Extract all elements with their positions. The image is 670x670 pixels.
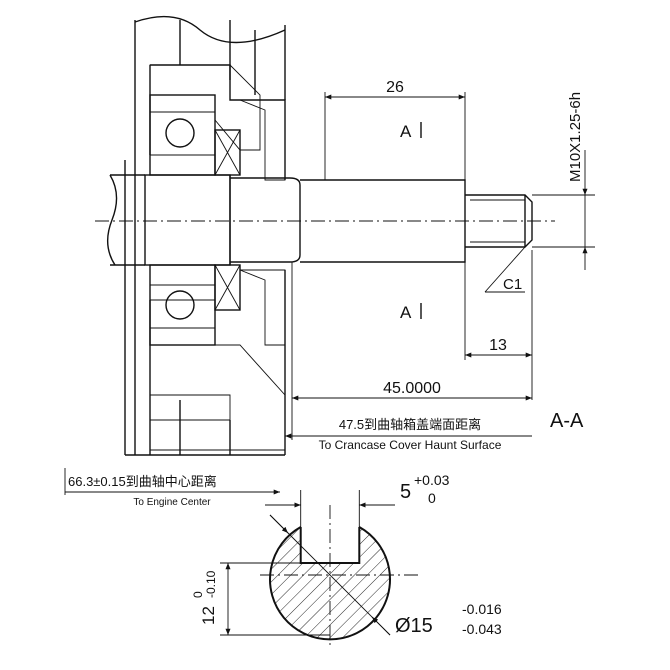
svg-text:66.3±0.15到曲轴中心距离: 66.3±0.15到曲轴中心距离 (68, 474, 217, 489)
section-mark-top: A (400, 122, 422, 141)
dim-step-length: 13 (464, 250, 533, 400)
svg-text:13: 13 (489, 337, 507, 354)
svg-text:26: 26 (386, 79, 404, 96)
ball-bearing-upper (149, 94, 216, 176)
svg-text:-0.10: -0.10 (204, 570, 218, 598)
svg-text:To Crancase Cover Haunt Surfac: To Crancase Cover Haunt Surface (319, 438, 502, 452)
oil-seal (214, 129, 241, 311)
dim-keyway-depth: 12 0 -0.10 (191, 562, 330, 636)
dim-engine-center: 66.3±0.15到曲轴中心距离 To Engine Center (64, 468, 280, 508)
svg-text:47.5到曲轴箱盖端面距离: 47.5到曲轴箱盖端面距离 (339, 417, 481, 432)
section-mark-bottom: A (400, 303, 422, 322)
section-title: A-A (550, 410, 584, 432)
dim-diameter: Ø15 -0.016 -0.043 (269, 514, 502, 637)
dim-thread-spec: M10X1.25-6h (532, 92, 595, 270)
dim-chamfer: C1 (484, 246, 526, 293)
svg-text:5: 5 (400, 481, 411, 503)
svg-text:C1: C1 (503, 276, 522, 293)
svg-text:A: A (400, 122, 412, 141)
svg-text:To Engine Center: To Engine Center (133, 497, 211, 508)
crankshaft (95, 174, 555, 266)
svg-text:0: 0 (191, 591, 205, 598)
dim-keyway-width: 5 +0.03 0 (265, 472, 450, 527)
svg-text:12: 12 (199, 606, 218, 625)
svg-text:-0.043: -0.043 (462, 621, 502, 637)
svg-text:M10X1.25-6h: M10X1.25-6h (567, 92, 584, 182)
crankcase-housing (124, 15, 286, 456)
dim-thread-length: 26 (324, 79, 466, 180)
svg-text:45.0000: 45.0000 (383, 380, 441, 397)
svg-text:-0.016: -0.016 (462, 601, 502, 617)
svg-text:Ø15: Ø15 (395, 615, 433, 637)
svg-text:0: 0 (428, 490, 436, 506)
dim-cover-distance: 47.5到曲轴箱盖端面距离 To Crancase Cover Haunt Su… (285, 417, 532, 452)
ball-bearing-lower (149, 264, 216, 346)
dim-shaft-length: 45.0000 (291, 262, 532, 440)
svg-text:+0.03: +0.03 (414, 472, 450, 488)
svg-text:A: A (400, 303, 412, 322)
